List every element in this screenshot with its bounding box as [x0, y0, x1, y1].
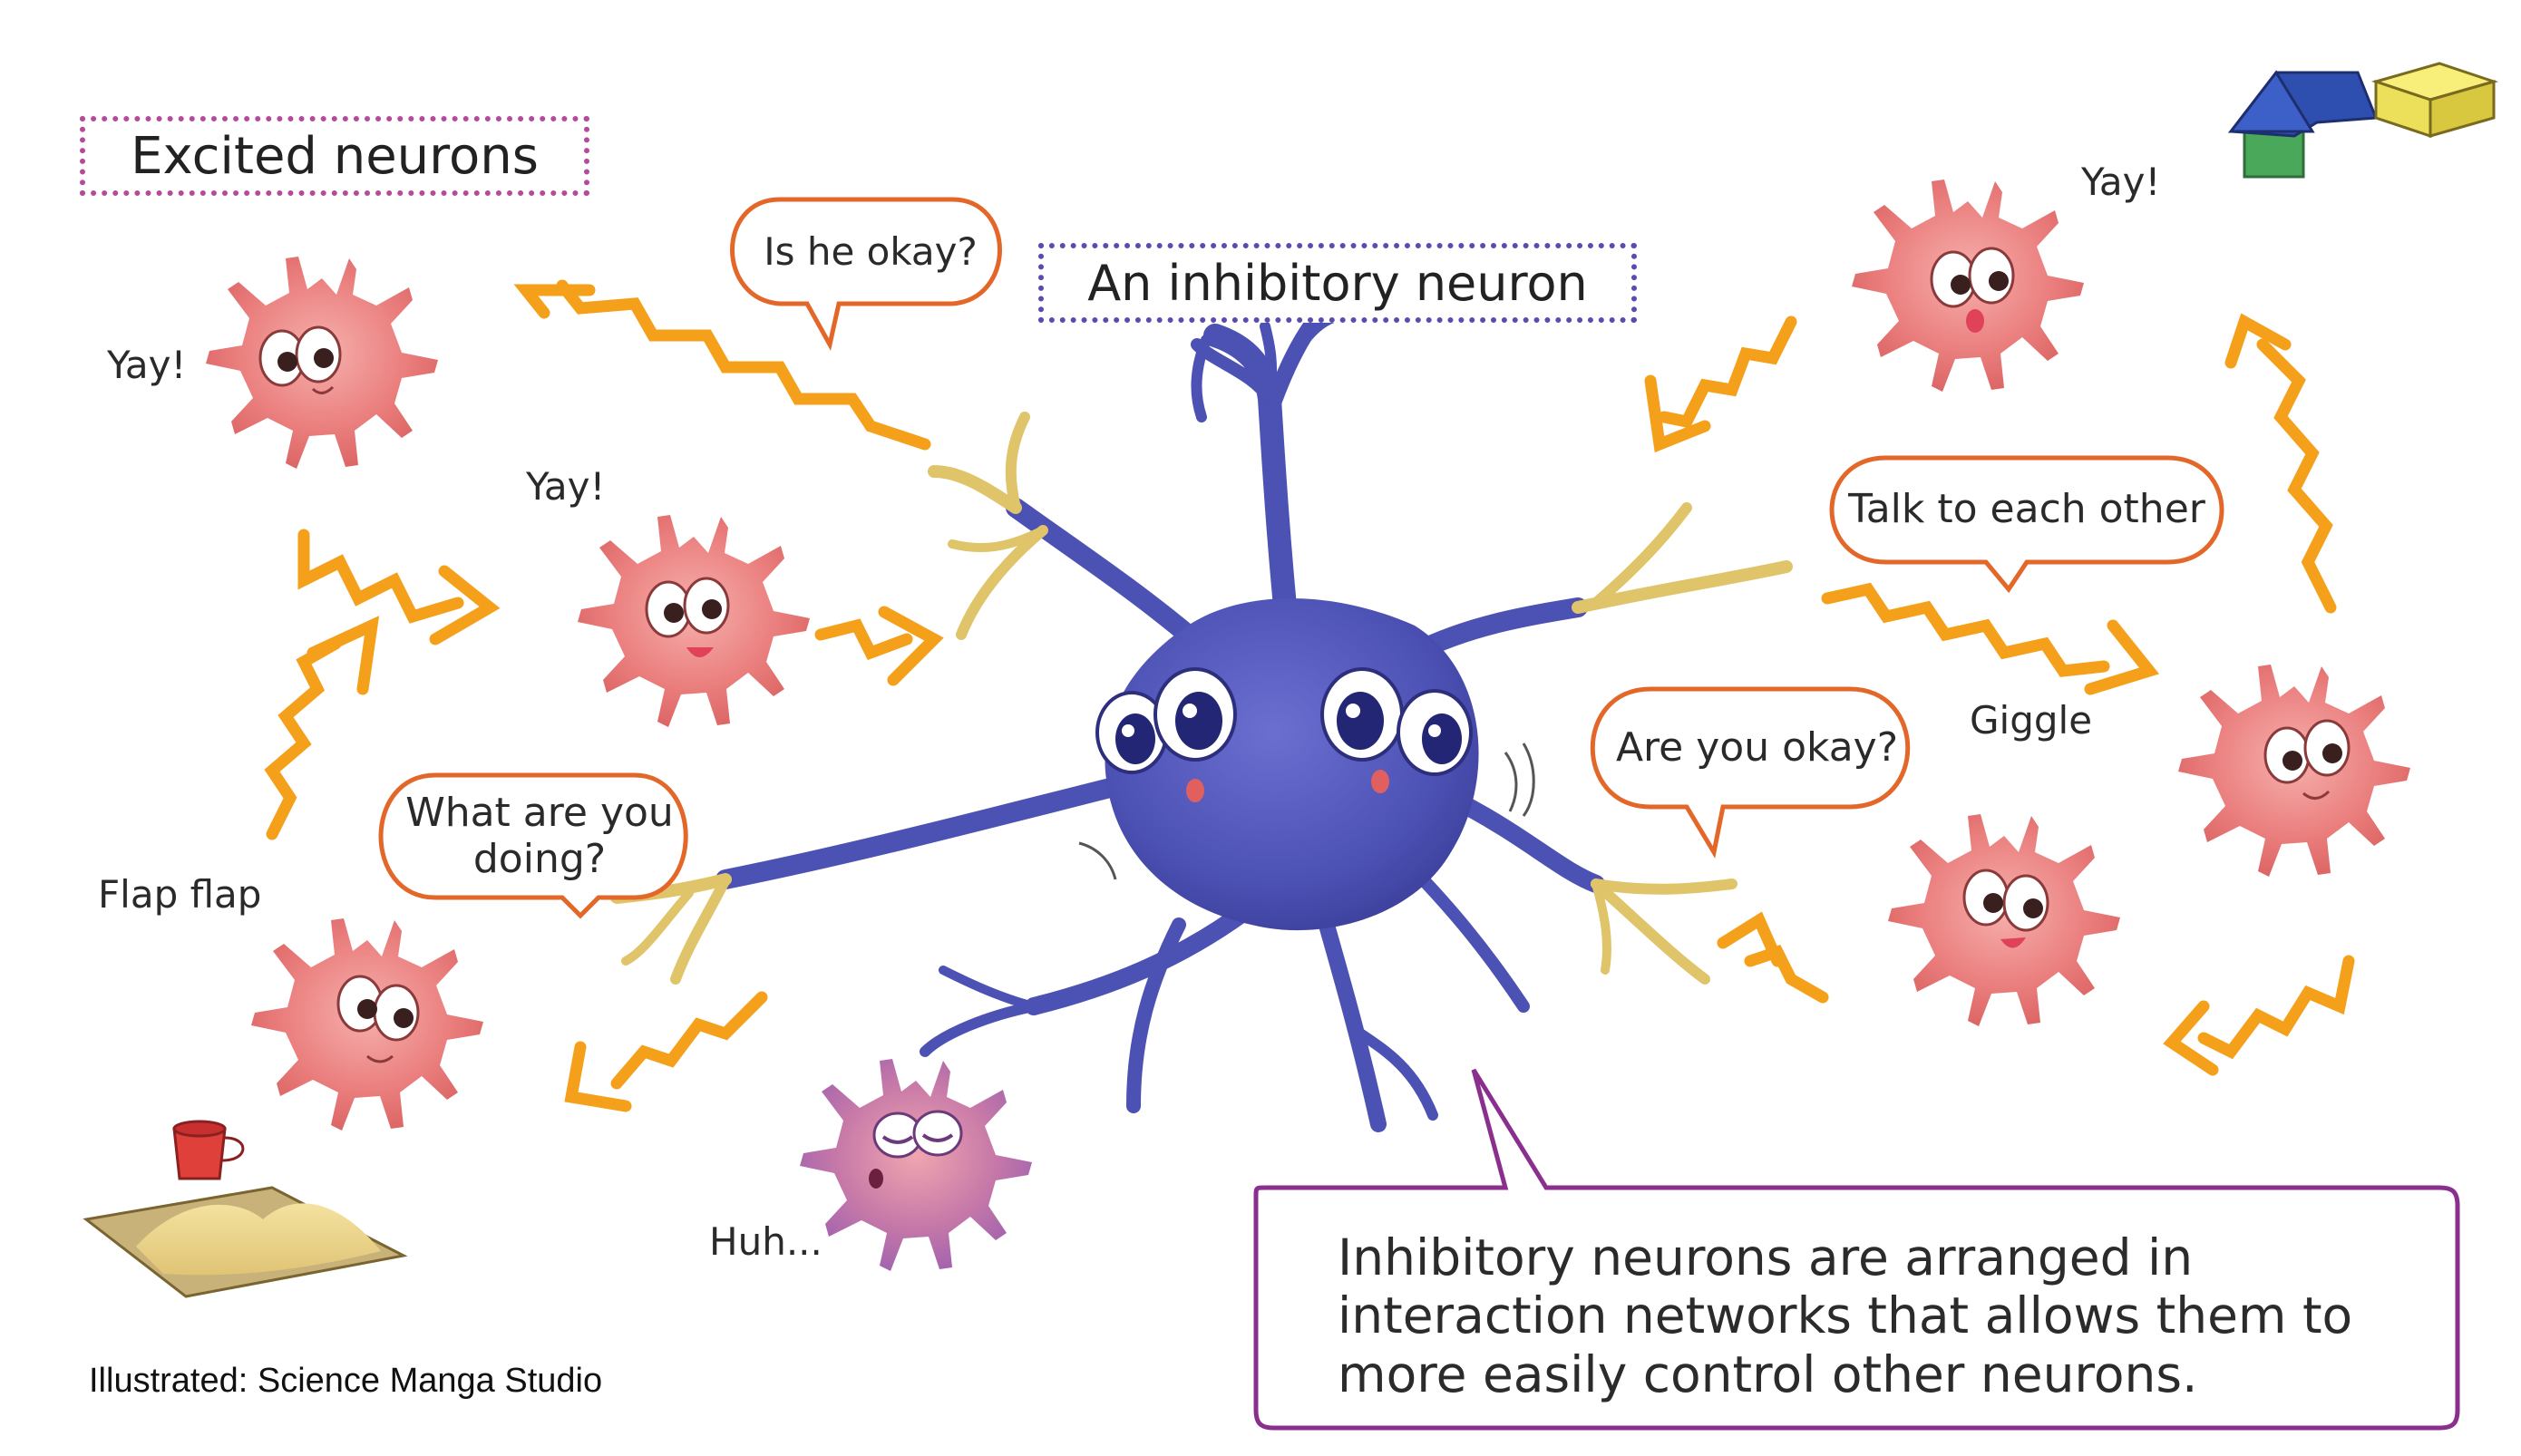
sfx-yay-top-right: Yay! — [2081, 160, 2161, 204]
toy-house-icon — [2227, 70, 2379, 179]
sand-bucket-icon — [172, 1120, 245, 1180]
zigzag-arrow-icon — [2256, 338, 2337, 614]
bubble-what-doing-text: What are you doing? — [405, 789, 674, 882]
bubble-talk-text: Talk to each other — [1848, 486, 2205, 533]
excited-neurons-label: Excited neurons — [80, 116, 589, 196]
zigzag-arrow-icon — [264, 637, 342, 840]
bubble-talk-shape — [1829, 455, 2224, 594]
excited-neuron-sleepy — [800, 1059, 1032, 1271]
bubble-are-you-okay: Are you okay? — [1591, 694, 1922, 802]
excited-neuron-middle-left — [578, 515, 810, 727]
inhibitory-neuron-label: An inhibitory neuron — [1038, 243, 1637, 323]
inhibitory-eyes — [1095, 667, 1473, 802]
zigzag-arrow-icon — [1658, 315, 1797, 429]
bubble-what-doing: What are you doing? — [390, 780, 689, 893]
zigzag-arrow-icon — [556, 279, 931, 451]
sfx-flap-flap: Flap flap — [98, 872, 262, 917]
bubble-is-he-okay: Is he okay? — [744, 207, 998, 297]
zigzag-arrow-icon — [1821, 582, 2110, 677]
zigzag-arrow-icon — [814, 618, 913, 661]
sfx-giggle: Giggle — [1970, 698, 2093, 743]
excited-neuron-top-right — [1852, 180, 2084, 392]
zigzag-arrow-icon — [297, 529, 464, 624]
toy-block-icon — [2370, 62, 2499, 139]
sfx-yay-middle: Yay! — [526, 464, 606, 509]
excited-neuron-top-left — [206, 257, 438, 469]
bubble-talk: Talk to each other — [1827, 462, 2226, 558]
bubble-is-he-okay-text: Is he okay? — [764, 228, 978, 274]
excited-neuron-bottom-left — [251, 918, 483, 1131]
zigzag-arrows — [264, 279, 2355, 1112]
sandbox-icon — [83, 1186, 408, 1298]
bubble-what-doing-shape — [378, 772, 688, 919]
caption-box-shape — [1253, 1068, 2460, 1431]
bubble-are-you-okay-shape — [1590, 686, 1911, 859]
speech-bubbles — [378, 197, 2224, 919]
inhibitory-neuron-label-text: An inhibitory neuron — [1087, 254, 1588, 312]
zigzag-arrow-icon — [2197, 955, 2355, 1060]
excited-neuron-right — [2178, 665, 2410, 877]
zigzag-arrow-icon — [610, 991, 768, 1090]
caption-text: Inhibitory neurons are arranged in inter… — [1338, 1228, 2353, 1403]
illustration-credit: Illustrated: Science Manga Studio — [89, 1362, 603, 1400]
bubble-is-he-okay-shape — [730, 197, 1002, 351]
excited-neurons-label-text: Excited neurons — [131, 126, 539, 186]
excited-neuron-lower-right — [1888, 814, 2120, 1026]
inhibitory-neuron — [610, 291, 1793, 1132]
sfx-yay-top-left: Yay! — [107, 343, 187, 387]
sfx-huh: Huh... — [709, 1219, 822, 1264]
zigzag-arrow-icon — [1744, 945, 1829, 1004]
bubble-are-you-okay-text: Are you okay? — [1615, 723, 1899, 771]
